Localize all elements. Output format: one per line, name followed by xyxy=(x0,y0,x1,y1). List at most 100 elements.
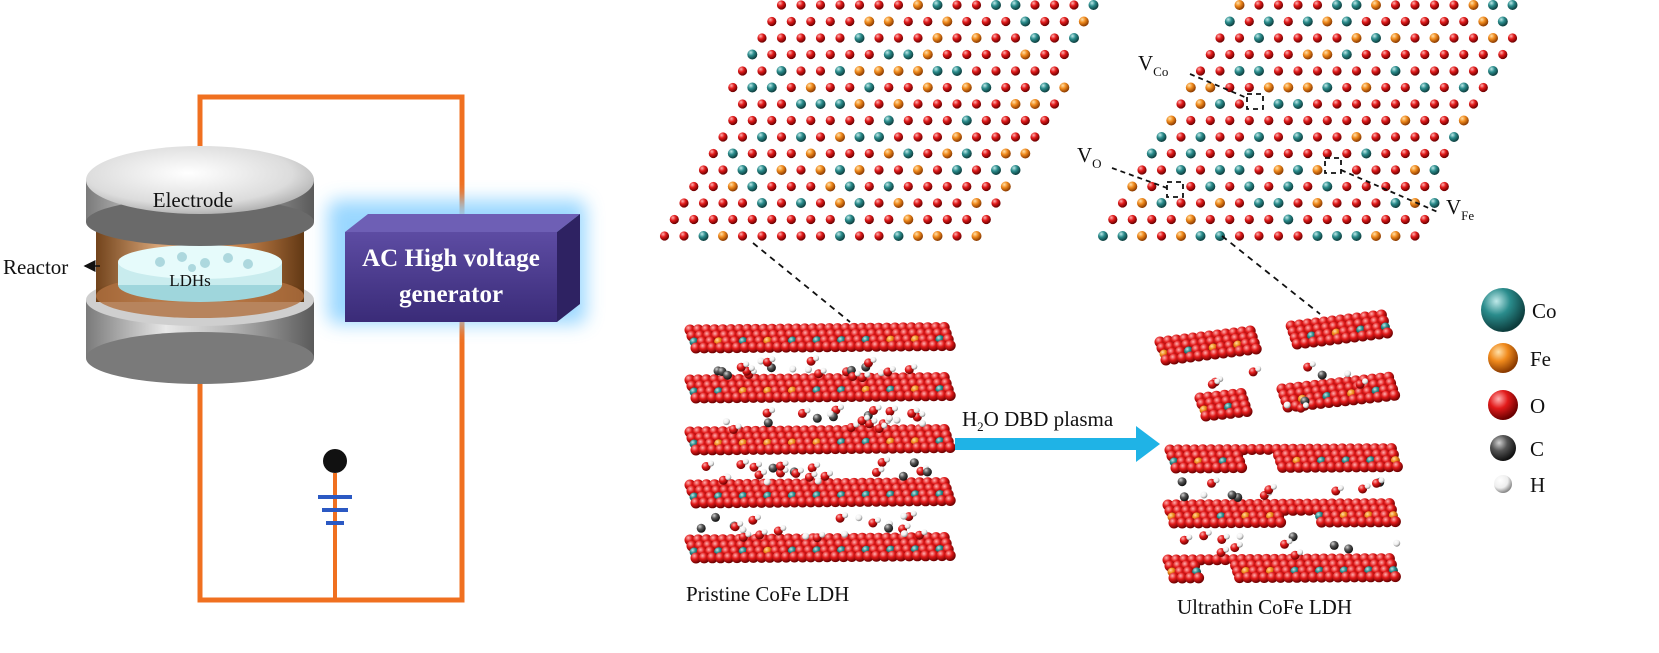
atom-o xyxy=(1275,571,1287,583)
atom-o xyxy=(829,341,841,353)
pristine-layer-stack xyxy=(684,322,956,564)
atom-o xyxy=(1410,231,1420,241)
atom-o xyxy=(1391,461,1403,473)
atom-h xyxy=(889,366,896,372)
atom-o xyxy=(698,497,710,509)
atom-fe xyxy=(893,99,904,109)
atom-fe xyxy=(1488,33,1498,43)
atom-o xyxy=(1375,461,1387,473)
atom-co xyxy=(1341,49,1352,60)
atom-o xyxy=(1225,148,1235,159)
atom-o xyxy=(903,115,913,126)
atom-o xyxy=(854,0,865,10)
atom-fe xyxy=(1000,181,1011,192)
atom-o xyxy=(1291,571,1303,583)
atom-o xyxy=(780,496,792,508)
atom-co xyxy=(1254,132,1264,142)
atom-h xyxy=(1213,477,1220,484)
atom-fe xyxy=(1010,99,1021,109)
co-vacancy-label: VCo xyxy=(1138,51,1168,79)
atom-o xyxy=(911,550,923,562)
atom-o xyxy=(962,49,972,60)
atom-o xyxy=(718,132,728,142)
atom-o xyxy=(1400,49,1410,60)
atom-o xyxy=(723,552,735,564)
atom-o xyxy=(923,115,933,126)
atom-h xyxy=(742,458,749,465)
atom-o xyxy=(689,214,699,225)
atom-o xyxy=(1381,148,1391,159)
atom-o xyxy=(764,391,776,403)
atom-o xyxy=(1201,517,1213,529)
atom-h xyxy=(722,418,730,426)
atom-h xyxy=(1378,477,1385,484)
atom-o xyxy=(981,214,991,225)
atom-o xyxy=(815,231,826,241)
atom-fe xyxy=(1302,49,1313,60)
atom-o xyxy=(870,390,882,402)
atom-o xyxy=(1241,406,1253,417)
atom-o xyxy=(845,115,855,126)
atom-h xyxy=(819,531,826,538)
atom-o xyxy=(1315,397,1327,409)
atom-o xyxy=(767,214,777,225)
ldhs-label: LDHs xyxy=(169,271,211,290)
atom-o xyxy=(1332,66,1342,76)
atom-o xyxy=(1365,571,1377,583)
atom-o xyxy=(690,552,702,564)
atom-o xyxy=(1420,49,1430,60)
atom-co xyxy=(1332,0,1342,10)
atom-o xyxy=(737,66,748,76)
atom-o xyxy=(936,390,948,402)
atom-o xyxy=(870,442,882,454)
atom-h xyxy=(797,467,804,474)
atom-o xyxy=(1312,66,1323,76)
atom-o xyxy=(1299,337,1311,349)
atom-fe xyxy=(805,82,816,93)
atom-o xyxy=(829,496,841,508)
legend-c-label: C xyxy=(1530,437,1544,461)
atom-o xyxy=(838,551,850,563)
atom-co xyxy=(698,231,709,241)
atom-o xyxy=(813,443,825,455)
atom-o xyxy=(815,0,826,10)
atom-o xyxy=(825,82,835,93)
atom-o xyxy=(1429,0,1440,10)
atom-o xyxy=(1216,408,1228,420)
atom-o xyxy=(1176,572,1188,584)
atom-o xyxy=(913,99,923,109)
atom-o xyxy=(1373,328,1385,340)
atom-o xyxy=(739,552,751,563)
atom-fe xyxy=(913,66,923,76)
atom-co xyxy=(854,198,865,208)
atom-o xyxy=(706,552,718,564)
atom-o xyxy=(1324,516,1336,528)
atom-o xyxy=(864,49,874,60)
atom-o xyxy=(895,442,907,454)
atom-o xyxy=(991,33,1001,43)
atom-legend: Co Fe O C H xyxy=(1481,288,1557,497)
atom-co xyxy=(1030,33,1040,43)
atom-o xyxy=(1217,517,1229,529)
atom-o xyxy=(1361,115,1371,126)
atom-o xyxy=(991,99,1001,109)
atom-o xyxy=(1200,410,1212,422)
atom-h xyxy=(1364,483,1371,489)
atom-o xyxy=(1357,330,1369,342)
atom-fe xyxy=(1263,82,1274,93)
atom-o xyxy=(887,550,899,562)
atom-c xyxy=(812,413,822,423)
o-vacancy-label: VO xyxy=(1077,143,1102,171)
atom-o xyxy=(1400,16,1410,27)
atom-o xyxy=(1233,406,1245,418)
atom-o xyxy=(1227,462,1239,474)
atom-o xyxy=(1193,350,1205,362)
atom-o xyxy=(1390,165,1401,175)
atom-o xyxy=(1381,82,1391,93)
atom-o xyxy=(737,99,748,109)
atom-o xyxy=(1244,82,1254,93)
atom-o xyxy=(1205,49,1215,60)
atom-fe xyxy=(1166,115,1177,126)
atom-o xyxy=(913,198,923,208)
atom-fe xyxy=(1137,198,1147,208)
